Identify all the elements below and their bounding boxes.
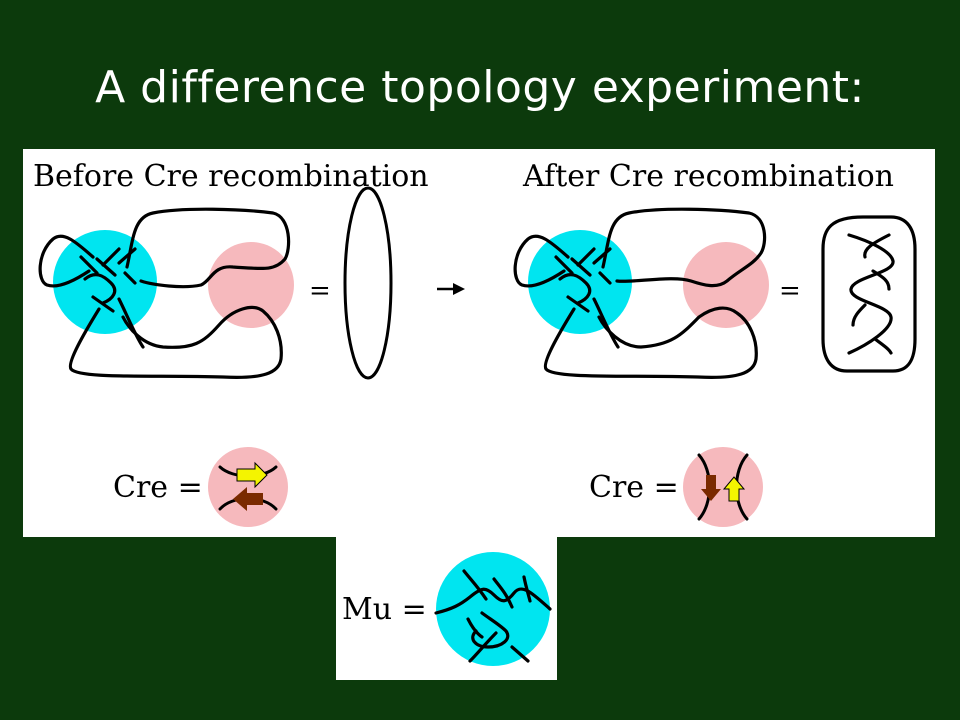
before-cre-region [208, 242, 294, 328]
after-equals: = [779, 276, 801, 306]
unknot-oval-icon [343, 186, 393, 380]
before-knot-diagram [38, 207, 294, 379]
after-knot-diagram [513, 207, 769, 379]
before-equals: = [309, 276, 331, 306]
mu-tangle-icon [434, 552, 552, 666]
cre-after-label: Cre = [589, 470, 679, 505]
mu-label: Mu = [342, 592, 427, 627]
twist-knot-icon [821, 215, 917, 373]
before-heading: Before Cre recombination [33, 159, 429, 194]
diagram-panel: Before Cre recombination After Cre recom… [23, 149, 935, 537]
before-mu-region [53, 230, 157, 334]
cre-before-label: Cre = [113, 470, 203, 505]
slide-title: A difference topology experiment: [95, 62, 865, 113]
cre-site-before-icon [208, 447, 288, 527]
mu-panel: Mu = [336, 537, 557, 680]
after-cre-region [683, 242, 769, 328]
reaction-arrow-icon [437, 283, 465, 295]
after-heading: After Cre recombination [522, 159, 894, 194]
cre-site-after-icon [683, 447, 763, 527]
